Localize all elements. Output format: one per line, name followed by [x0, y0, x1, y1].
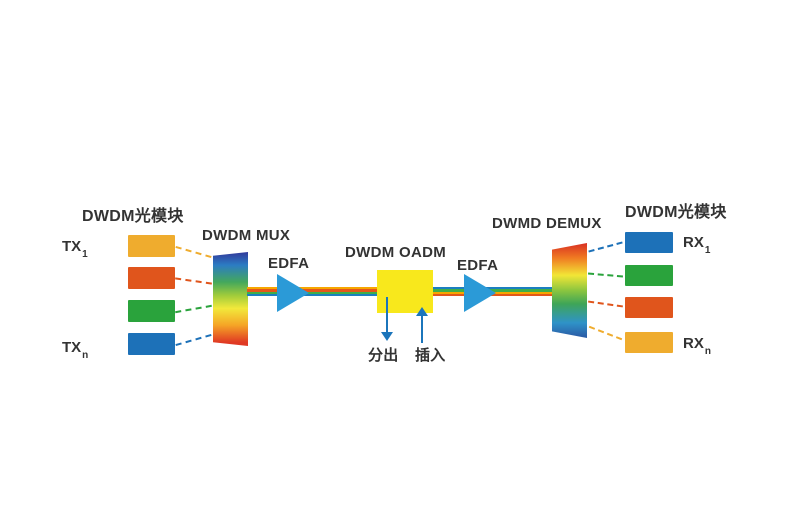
tx-channel-3 — [128, 300, 175, 322]
rx-channel-n — [625, 332, 673, 353]
rx-dashed-link-1 — [588, 241, 623, 253]
drop-label: 分出 — [368, 347, 399, 364]
rx-dashed-link-n — [588, 325, 623, 341]
tx-dashed-link-2 — [175, 277, 212, 285]
add-label: 插入 — [415, 347, 446, 364]
fiber-left-span — [247, 287, 380, 296]
tx-dashed-link-n — [175, 333, 212, 347]
edfa-left-amplifier-icon — [277, 274, 309, 312]
edfa-left-label: EDFA — [268, 255, 310, 272]
txn-label: TXn — [62, 339, 89, 361]
tx-dashed-link-3 — [175, 304, 212, 314]
fiber-stripe — [247, 293, 380, 296]
drop-arrow-head-icon — [381, 332, 393, 341]
tx-channel-1 — [128, 235, 175, 257]
right-modules-heading: DWDM光模块 — [625, 204, 727, 221]
rx-dashed-link-2 — [587, 272, 624, 278]
demux-label: DWMD DEMUX — [492, 215, 602, 232]
tx-channel-n — [128, 333, 175, 355]
edfa-right-amplifier-icon — [464, 274, 496, 312]
tx1-label: TX1 — [62, 238, 88, 260]
tx-channel-2 — [128, 267, 175, 289]
add-arrow-line — [421, 316, 423, 343]
add-arrow-head-icon — [416, 307, 428, 316]
fiber-stripe — [247, 287, 380, 290]
rx-dashed-link-3 — [588, 300, 623, 308]
drop-arrow-line — [386, 297, 388, 332]
rx1-label: RX1 — [683, 234, 711, 256]
fiber-stripe — [247, 291, 380, 294]
rx-channel-2 — [625, 265, 673, 286]
mux-prism — [213, 252, 248, 346]
edfa-right-label: EDFA — [457, 257, 499, 274]
demux-prism — [552, 243, 587, 338]
left-modules-heading: DWDM光模块 — [82, 208, 184, 225]
rxn-label: RXn — [683, 335, 711, 357]
fiber-stripe — [247, 289, 380, 292]
rx-channel-3 — [625, 297, 673, 318]
oadm-label: DWDM OADM — [345, 244, 447, 261]
mux-label: DWDM MUX — [202, 227, 291, 244]
rx-channel-1 — [625, 232, 673, 253]
tx-dashed-link-1 — [175, 245, 212, 259]
